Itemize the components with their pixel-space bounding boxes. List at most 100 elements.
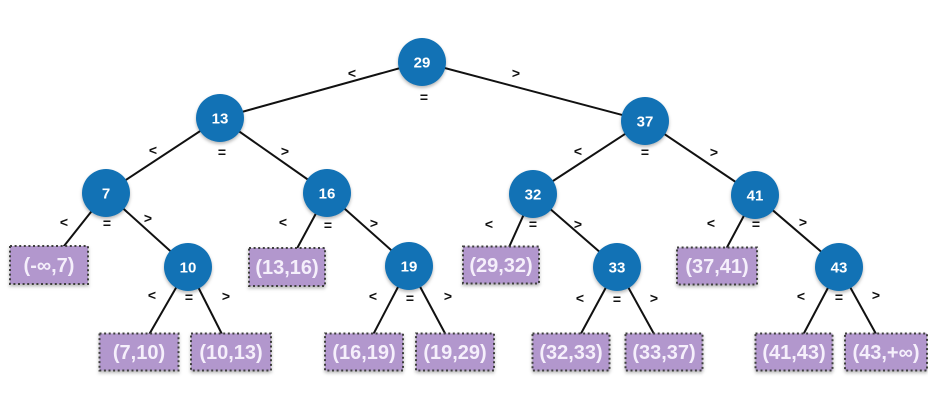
leaf-box-37_41: (37,41) (676, 246, 758, 286)
comparison-label-lt: < (707, 215, 715, 231)
leaf-box-43_inf: (43,+∞) (844, 332, 928, 372)
leaf-rect (676, 246, 758, 286)
leaf-interval-label: (19,29) (423, 342, 486, 364)
comparison-label-lt: < (797, 288, 805, 304)
comparison-label-lt: < (279, 214, 287, 230)
node-key-label: 16 (319, 186, 336, 203)
node-circle (593, 243, 641, 291)
tree-node-16: 16 (303, 169, 351, 217)
comparison-label-lt: < (485, 216, 493, 232)
node-circle (731, 171, 779, 219)
tree-node-29: 29 (398, 38, 446, 86)
leaf-box-16_19: (16,19) (324, 332, 404, 372)
leaf-interval-label: (33,37) (632, 342, 695, 364)
edge-29-13 (219, 61, 423, 119)
comparison-label-gt: > (574, 216, 582, 232)
leaf-box-13_16: (13,16) (248, 247, 326, 287)
leaf-interval-label: (41,43) (762, 342, 825, 364)
node-circle (509, 170, 557, 218)
leaf-interval-label: (32,33) (539, 342, 602, 364)
edge-29-37 (421, 61, 646, 122)
comparison-label-eq: = (752, 216, 760, 232)
comparison-label-gt: > (144, 210, 152, 226)
comparison-label-eq: = (185, 289, 193, 305)
comparison-label-gt: > (370, 215, 378, 231)
leaf-interval-label: (10,13) (199, 342, 262, 364)
comparison-label-lt: < (348, 65, 356, 81)
leaf-rect (462, 245, 540, 285)
node-circle (385, 242, 433, 290)
leaf-rect (98, 332, 180, 372)
node-circle (196, 94, 244, 142)
comparison-label-gt: > (799, 214, 807, 230)
node-circle (398, 38, 446, 86)
node-key-label: 41 (747, 188, 764, 205)
leaf-box-32_33: (32,33) (531, 332, 611, 372)
leaf-box-19_29: (19,29) (415, 332, 495, 372)
comparison-label-gt: > (710, 144, 718, 160)
comparison-label-eq: = (835, 289, 843, 305)
node-key-label: 32 (525, 187, 542, 204)
node-key-label: 19 (401, 259, 418, 276)
leaf-interval-label: (-∞,7) (24, 255, 75, 277)
node-circle (164, 243, 212, 291)
tree-node-41: 41 (731, 171, 779, 219)
node-circle (621, 97, 669, 145)
node-key-label: 37 (637, 114, 654, 131)
tree-node-13: 13 (196, 94, 244, 142)
leaf-box-33_37: (33,37) (624, 332, 704, 372)
leaf-interval-label: (7,10) (113, 342, 165, 364)
leaf-rect (324, 332, 404, 372)
leaf-rect (9, 245, 89, 285)
comparison-label-gt: > (512, 65, 520, 81)
leaf-rect (531, 332, 611, 372)
comparison-label-eq: = (218, 144, 226, 160)
node-circle (82, 169, 130, 217)
leaf-interval-label: (37,41) (685, 256, 748, 278)
leaf-rect (844, 332, 928, 372)
leaf-box-7_10: (7,10) (98, 332, 180, 372)
comparison-label-lt: < (574, 143, 582, 159)
leaf-rect (624, 332, 704, 372)
comparison-label-lt: < (369, 288, 377, 304)
leaf-rect (415, 332, 495, 372)
tree-node-10: 10 (164, 243, 212, 291)
leaf-interval-label: (13,16) (255, 257, 318, 279)
comparison-label-lt: < (60, 214, 68, 230)
tree-node-43: 43 (815, 243, 863, 291)
node-key-label: 13 (212, 111, 229, 128)
comparison-label-eq: = (406, 290, 414, 306)
leaf-interval-label: (16,19) (332, 342, 395, 364)
comparison-label-eq: = (641, 144, 649, 160)
node-circle (303, 169, 351, 217)
node-key-label: 29 (414, 55, 431, 72)
leaf-rect (248, 247, 326, 287)
comparison-label-gt: > (444, 288, 452, 304)
leaf-box-10_13: (10,13) (190, 332, 272, 372)
comparison-label-eq: = (103, 215, 111, 231)
node-key-label: 33 (609, 260, 626, 277)
node-key-label: 43 (831, 260, 848, 277)
node-circle (815, 243, 863, 291)
comparison-label-eq: = (613, 291, 621, 307)
comparison-label-eq: = (324, 217, 332, 233)
tree-node-7: 7 (82, 169, 130, 217)
leaf-box-29_32: (29,32) (462, 245, 540, 285)
tree-node-19: 19 (385, 242, 433, 290)
leaf-rect (754, 332, 834, 372)
node-key-label: 10 (180, 260, 197, 277)
leaf-interval-label: (29,32) (469, 255, 532, 277)
leaf-box-neg_inf_7: (-∞,7) (9, 245, 89, 285)
comparison-label-gt: > (872, 287, 880, 303)
tree-node-32: 32 (509, 170, 557, 218)
comparison-label-gt: > (650, 290, 658, 306)
comparison-label-lt: < (576, 290, 584, 306)
comparison-label-gt: > (281, 143, 289, 159)
comparison-label-eq: = (529, 216, 537, 232)
node-key-label: 7 (102, 186, 110, 203)
comparison-label-eq: = (420, 89, 428, 105)
tree-node-33: 33 (593, 243, 641, 291)
tree-node-37: 37 (621, 97, 669, 145)
